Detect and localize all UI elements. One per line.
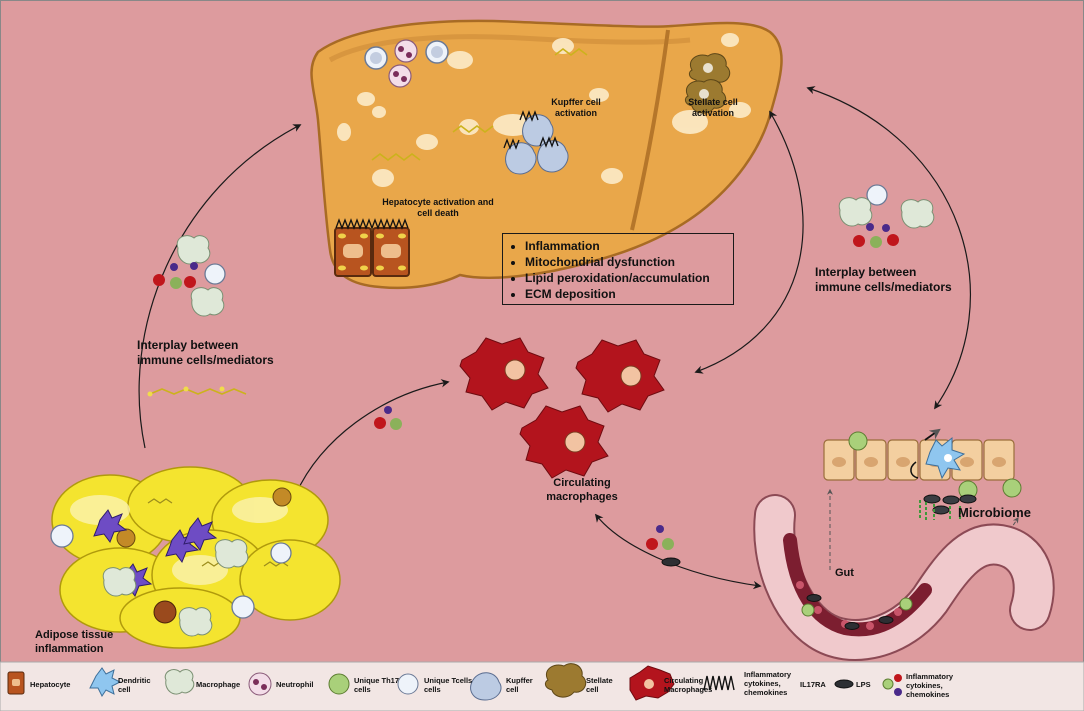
arrow-adipose-macrophages [294, 379, 450, 496]
adipose-tissue [50, 466, 341, 649]
arrow-adipose-to-liver [138, 124, 302, 449]
liver-effects-box: Inflammation Mitochondrial dysfunction L… [502, 233, 734, 305]
legend-hepatocyte: Hepatocyte [30, 680, 71, 689]
liver [310, 19, 783, 290]
arrow-liver-gut [806, 86, 972, 410]
legend-macrophage: Macrophage [196, 680, 241, 689]
gut [753, 428, 1055, 661]
gut-label: Gut [835, 567, 854, 579]
arrow-macrophages-gut [594, 513, 762, 590]
effect-item: Mitochondrial dysfunction [525, 254, 725, 270]
legend-neutrophil: Neutrophil [276, 680, 314, 689]
circulating-macrophages [374, 337, 681, 567]
immune-mediators-right [838, 184, 935, 248]
arrow-liver-macrophages [694, 110, 804, 374]
effect-item: ECM deposition [525, 286, 725, 302]
stellate-cell-icon [684, 53, 731, 114]
interaction-arrows [138, 86, 972, 590]
kupffer-cell-icon [503, 110, 569, 175]
legend-icons [7, 663, 902, 701]
hepatocyte-icon [334, 218, 410, 277]
effect-item: Lipid peroxidation/accumulation [525, 270, 725, 286]
legend-il17ra: IL17RA [800, 680, 826, 689]
effect-item: Inflammation [525, 238, 725, 254]
t-cell-icon [364, 40, 449, 70]
legend-lps: LPS [856, 680, 871, 689]
microbiome-label: Microbiome [958, 505, 1031, 520]
immune-mediators-left [147, 235, 247, 397]
neutrophil-icon [388, 39, 418, 88]
